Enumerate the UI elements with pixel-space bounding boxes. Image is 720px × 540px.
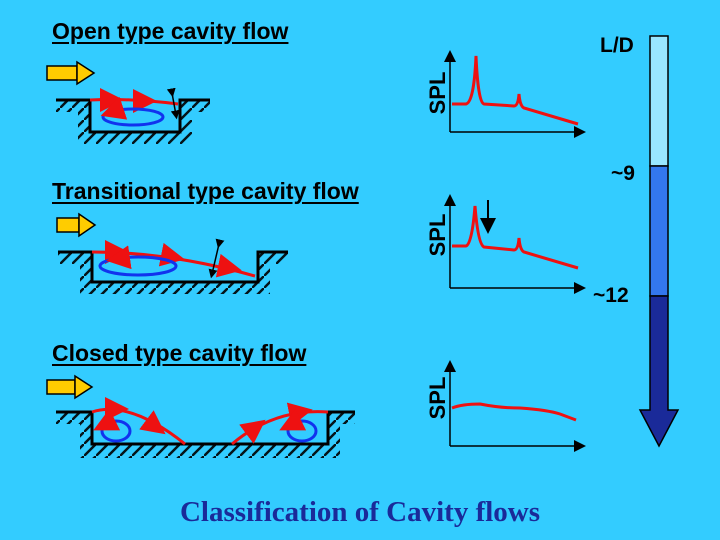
spl-axis-label: SPL	[425, 71, 450, 115]
spectrum-curve	[452, 205, 579, 270]
flow-direction-arrow-icon	[56, 212, 97, 238]
open-cavity-title: Open type cavity flow	[52, 18, 289, 44]
spl-axis-label: SPL	[425, 213, 450, 257]
reattached-streamline	[231, 410, 329, 446]
cavity-walls	[56, 410, 355, 458]
ld-scale-title: L/D	[600, 34, 634, 57]
cavity-walls	[56, 98, 210, 144]
oscillation-arrow-icon	[166, 87, 180, 120]
transitional-cavity-diagram	[56, 212, 288, 294]
spl-spectrum-transitional	[444, 194, 586, 294]
flow-direction-arrow-icon	[46, 60, 96, 86]
closed-cavity-title: Closed type cavity flow	[52, 340, 307, 366]
ld-mark-9: ~9	[611, 162, 635, 185]
oscillation-arrow-icon	[208, 238, 225, 279]
spl-spectrum-open	[444, 50, 586, 138]
spl-axis-label: SPL	[425, 376, 450, 420]
cavity-walls	[58, 250, 288, 294]
ld-mark-12: ~12	[593, 284, 629, 307]
ld-scale-bar	[638, 35, 680, 448]
open-cavity-diagram	[46, 60, 210, 144]
page-title: Classification of Cavity flows	[179, 496, 541, 528]
shear-layer-streamline	[89, 98, 179, 106]
closed-cavity-diagram	[46, 374, 355, 458]
transitional-cavity-title: Transitional type cavity flow	[52, 178, 359, 204]
ld-segment-transitional	[649, 165, 669, 297]
spectrum-curve	[452, 55, 579, 126]
ld-segment-closed	[638, 295, 680, 448]
spl-spectrum-closed	[444, 360, 586, 452]
spectrum-curve	[451, 402, 577, 422]
flow-direction-arrow-icon	[46, 374, 94, 400]
vortex-icon	[98, 255, 178, 277]
ld-segment-open	[649, 35, 669, 167]
